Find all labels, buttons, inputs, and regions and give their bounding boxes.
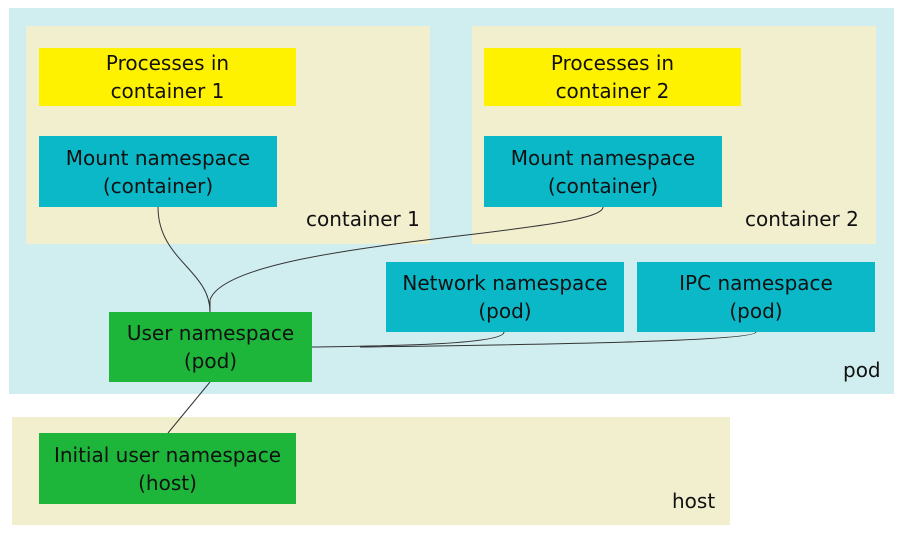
- ipc-namespace-line-1: IPC namespace: [679, 271, 833, 295]
- mount-namespace-2-line-1: Mount namespace: [510, 145, 696, 170]
- processes-container-2-box: Processes in container 2: [484, 48, 741, 106]
- network-namespace-line-2: (pod): [478, 299, 532, 323]
- mount-namespace-1-line-1: Mount namespace: [65, 145, 251, 170]
- host-label: host: [672, 489, 716, 513]
- processes-container-1-line-1: Processes in: [105, 51, 230, 75]
- network-namespace-box: Network namespace (pod): [386, 262, 624, 332]
- mount-namespace-container-1-box: Mount namespace (container): [39, 136, 277, 207]
- ipc-namespace-line-2: (pod): [729, 299, 783, 323]
- processes-container-1-box: Processes in container 1: [39, 48, 296, 106]
- processes-container-2-line-2: container 2: [555, 79, 670, 103]
- ipc-namespace-box: IPC namespace (pod): [637, 262, 875, 332]
- user-namespace-pod-line-1: User namespace: [126, 321, 295, 345]
- container-2-label: container 2: [745, 207, 859, 231]
- initial-user-namespace-line-1: Initial user namespace: [53, 442, 282, 467]
- processes-container-1-line-2: container 1: [110, 79, 225, 103]
- mount-namespace-1-line-2: (container): [102, 173, 214, 198]
- pod-label: pod: [843, 358, 881, 382]
- user-namespace-pod-line-2: (pod): [183, 349, 238, 373]
- initial-user-namespace-box: Initial user namespace (host): [39, 433, 296, 504]
- initial-user-namespace-line-2: (host): [138, 470, 197, 495]
- container-1-label: container 1: [306, 207, 420, 231]
- mount-namespace-container-2-box: Mount namespace (container): [484, 136, 722, 207]
- user-namespace-pod-box: User namespace (pod): [109, 312, 312, 382]
- processes-container-2-line-1: Processes in: [550, 51, 675, 75]
- mount-namespace-2-line-2: (container): [547, 173, 659, 198]
- network-namespace-line-1: Network namespace: [402, 271, 608, 295]
